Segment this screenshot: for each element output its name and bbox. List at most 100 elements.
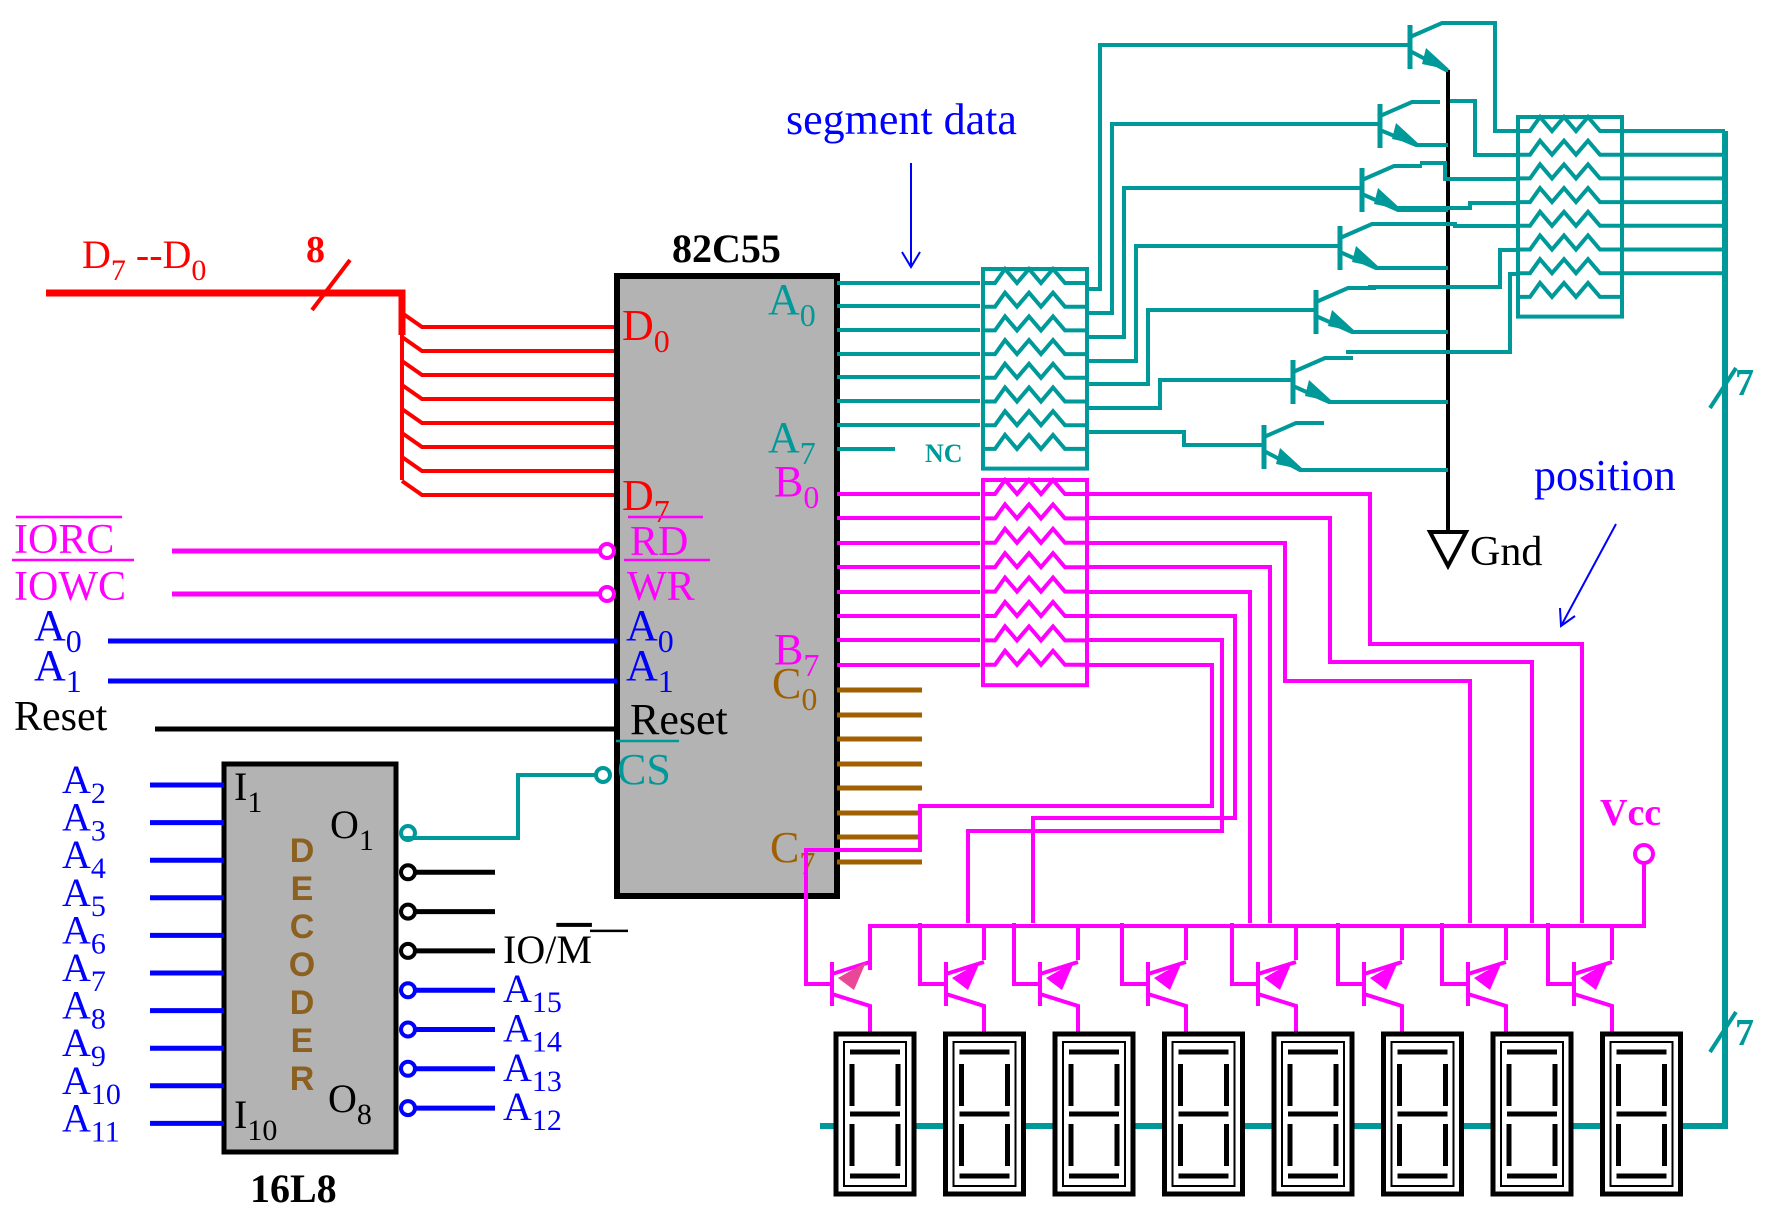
pin-label-pb7: B7 xyxy=(774,625,819,683)
decoder-input-label: A5 xyxy=(62,870,106,923)
decoder-pin-i10: I10 xyxy=(234,1092,277,1147)
digit-collector xyxy=(1039,992,1080,1034)
decoder-output-bubble xyxy=(399,941,417,960)
data-line-d6 xyxy=(400,455,617,473)
display-bezel xyxy=(1500,1041,1564,1187)
decoder-pin-o1: O1 xyxy=(330,802,374,857)
segment-data-arrow xyxy=(901,163,921,269)
seven-segment-displays xyxy=(833,1031,1683,1197)
seven-segment-display xyxy=(1381,1031,1464,1197)
transistor-collector xyxy=(1361,164,1422,182)
resistor xyxy=(1518,232,1622,253)
data-line-d1 xyxy=(400,335,617,353)
rd-bubble xyxy=(598,542,616,560)
pin-label-pa7: A7 xyxy=(768,413,816,471)
resistor xyxy=(1518,137,1622,158)
pin-label-reset: Reset xyxy=(630,695,728,744)
collector-wire xyxy=(1346,272,1518,354)
resistor xyxy=(983,336,1087,358)
collector-wire xyxy=(1420,161,1518,181)
decoder-title-letter: D xyxy=(290,984,315,1022)
pin-label-a0: A0 xyxy=(626,601,674,659)
data-bus-label: D7 --D0 xyxy=(82,232,206,287)
decoder-title-letter: O xyxy=(289,946,315,984)
seven-segment-display xyxy=(1490,1031,1574,1197)
decoder-input-label: A7 xyxy=(62,945,106,998)
decoder-output-bubble xyxy=(399,863,417,882)
collector-wire xyxy=(1450,99,1518,157)
pin-label-a1: A1 xyxy=(626,641,674,699)
resistor xyxy=(983,265,1087,287)
display-bezel xyxy=(952,1041,1017,1187)
nc-label: NC xyxy=(925,439,963,468)
segment-base-wire xyxy=(1087,430,1264,447)
collector-wire xyxy=(1470,21,1518,133)
resistor xyxy=(1518,184,1622,206)
decoder-output-label: A13 xyxy=(503,1045,562,1098)
seven-segment-display xyxy=(1600,1031,1683,1197)
decoder-pin-o8: O8 xyxy=(328,1076,372,1131)
decoder-output-bubble xyxy=(399,902,417,921)
position-resistor-pack xyxy=(981,478,1089,688)
decoder-input-label: A9 xyxy=(62,1020,106,1073)
position-annotation: position xyxy=(1534,451,1676,500)
position-line xyxy=(1087,541,1472,923)
transistor-collector xyxy=(1379,100,1440,118)
segment-output-resistor-pack xyxy=(1516,115,1624,319)
display-bezel xyxy=(1281,1041,1345,1187)
transistor-collector xyxy=(1292,356,1353,374)
digit-emitter-arrow xyxy=(1370,962,1398,990)
position-line xyxy=(1031,614,1237,923)
data-line-d7 xyxy=(400,479,617,497)
pin-label-pa0: A0 xyxy=(768,275,816,333)
display-bezel xyxy=(843,1041,907,1187)
segment-base-wire xyxy=(1087,308,1316,386)
digit-base-wire xyxy=(1230,923,1258,986)
display-bezel xyxy=(1062,1041,1126,1187)
seven-segment-display xyxy=(1271,1031,1355,1197)
pin-label-wr: WR xyxy=(627,564,695,610)
decoder-title-letter: D xyxy=(290,832,315,870)
resistor xyxy=(983,384,1087,405)
emitter-arrow xyxy=(1352,246,1380,268)
bus-slash xyxy=(310,258,352,312)
decoder-output-bubble xyxy=(399,1059,417,1078)
position-line xyxy=(1087,516,1534,923)
cs-wire xyxy=(402,773,596,840)
data-bus xyxy=(46,258,617,497)
decoder-input-label: A4 xyxy=(62,832,106,885)
decoder-title-letter: R xyxy=(290,1060,315,1098)
segment-base-wire xyxy=(1087,43,1410,291)
resistor xyxy=(983,407,1087,429)
transistor-emitter xyxy=(1263,449,1448,472)
decoder-output-bubble xyxy=(399,1020,417,1039)
resistor xyxy=(983,501,1087,522)
segment-base-wire xyxy=(1087,122,1380,315)
gnd-label: Gnd xyxy=(1470,529,1542,575)
seven-segment-display xyxy=(943,1031,1026,1197)
resistor xyxy=(983,525,1087,546)
emitter-arrow xyxy=(1422,48,1450,70)
segment-driver-transistors xyxy=(1087,21,1518,472)
digit-collector xyxy=(1573,992,1614,1034)
signal-label-iorc: IORC xyxy=(14,517,114,563)
decoder-output-bubble xyxy=(399,981,417,1000)
collector-wire xyxy=(1368,248,1518,289)
pin-label-d0: D0 xyxy=(622,301,670,359)
decoder-input-label: A11 xyxy=(62,1095,120,1148)
segment-base-wire xyxy=(1087,378,1293,410)
data-bus-main xyxy=(46,289,406,335)
resistor xyxy=(983,289,1087,310)
seven-segment-display xyxy=(833,1031,917,1197)
vcc-rail xyxy=(868,863,1646,970)
transistor-emitter xyxy=(1409,49,1448,72)
transistor-emitter xyxy=(1292,384,1448,404)
bus-slash-bottom xyxy=(1708,1010,1738,1054)
transistor-collector xyxy=(1409,21,1470,39)
digit-emitter-arrow xyxy=(1046,962,1074,990)
data-line-d0 xyxy=(400,311,617,329)
resistor xyxy=(1518,279,1622,300)
decoder-output-bubble xyxy=(399,1099,417,1118)
